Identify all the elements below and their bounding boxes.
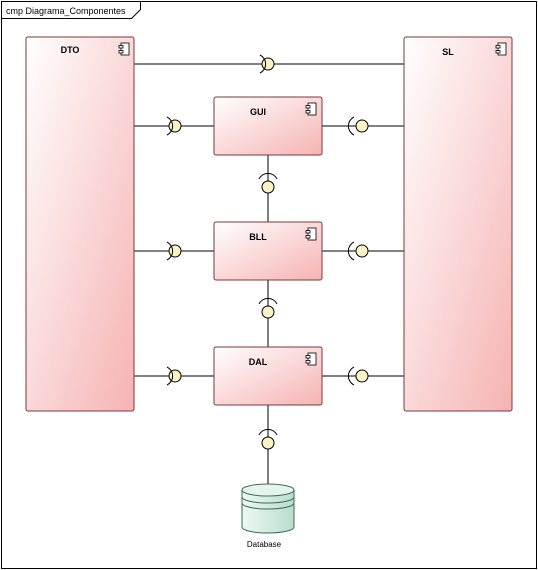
database-label: Database [247,540,282,549]
component-dto[interactable]: DTO [25,36,135,412]
component-sl[interactable]: SL [403,36,513,412]
interface-ball-socket[interactable] [347,241,369,261]
component-icon [495,42,507,56]
interface-ball-socket[interactable] [258,428,278,450]
interface-ball-socket[interactable] [258,172,278,194]
component-dto-label: DTO [61,45,80,55]
component-icon [305,102,317,116]
database-cylinder [241,490,295,534]
interface-ball-socket[interactable] [259,54,275,74]
component-bll[interactable]: BLL [213,221,323,281]
component-sl-label: SL [442,47,454,57]
component-bll-label: BLL [249,232,267,242]
component-dal-label: DAL [249,357,268,367]
interface-ball-socket[interactable] [166,241,182,261]
interface-ball-socket[interactable] [347,366,369,386]
interface-ball-socket[interactable] [258,297,278,319]
interface-ball-socket[interactable] [347,116,369,136]
component-dal[interactable]: DAL [213,346,323,406]
frame-title: cmp Diagrama_Componentes [6,6,126,16]
component-icon [118,42,130,56]
interface-symbols [166,54,369,450]
interface-ball-socket[interactable] [166,116,182,136]
component-gui[interactable]: GUI [213,96,323,156]
database-node[interactable]: Database [241,483,295,549]
component-gui-label: GUI [250,107,266,117]
interface-ball-socket[interactable] [166,366,182,386]
component-icon [305,227,317,241]
component-icon [305,352,317,366]
